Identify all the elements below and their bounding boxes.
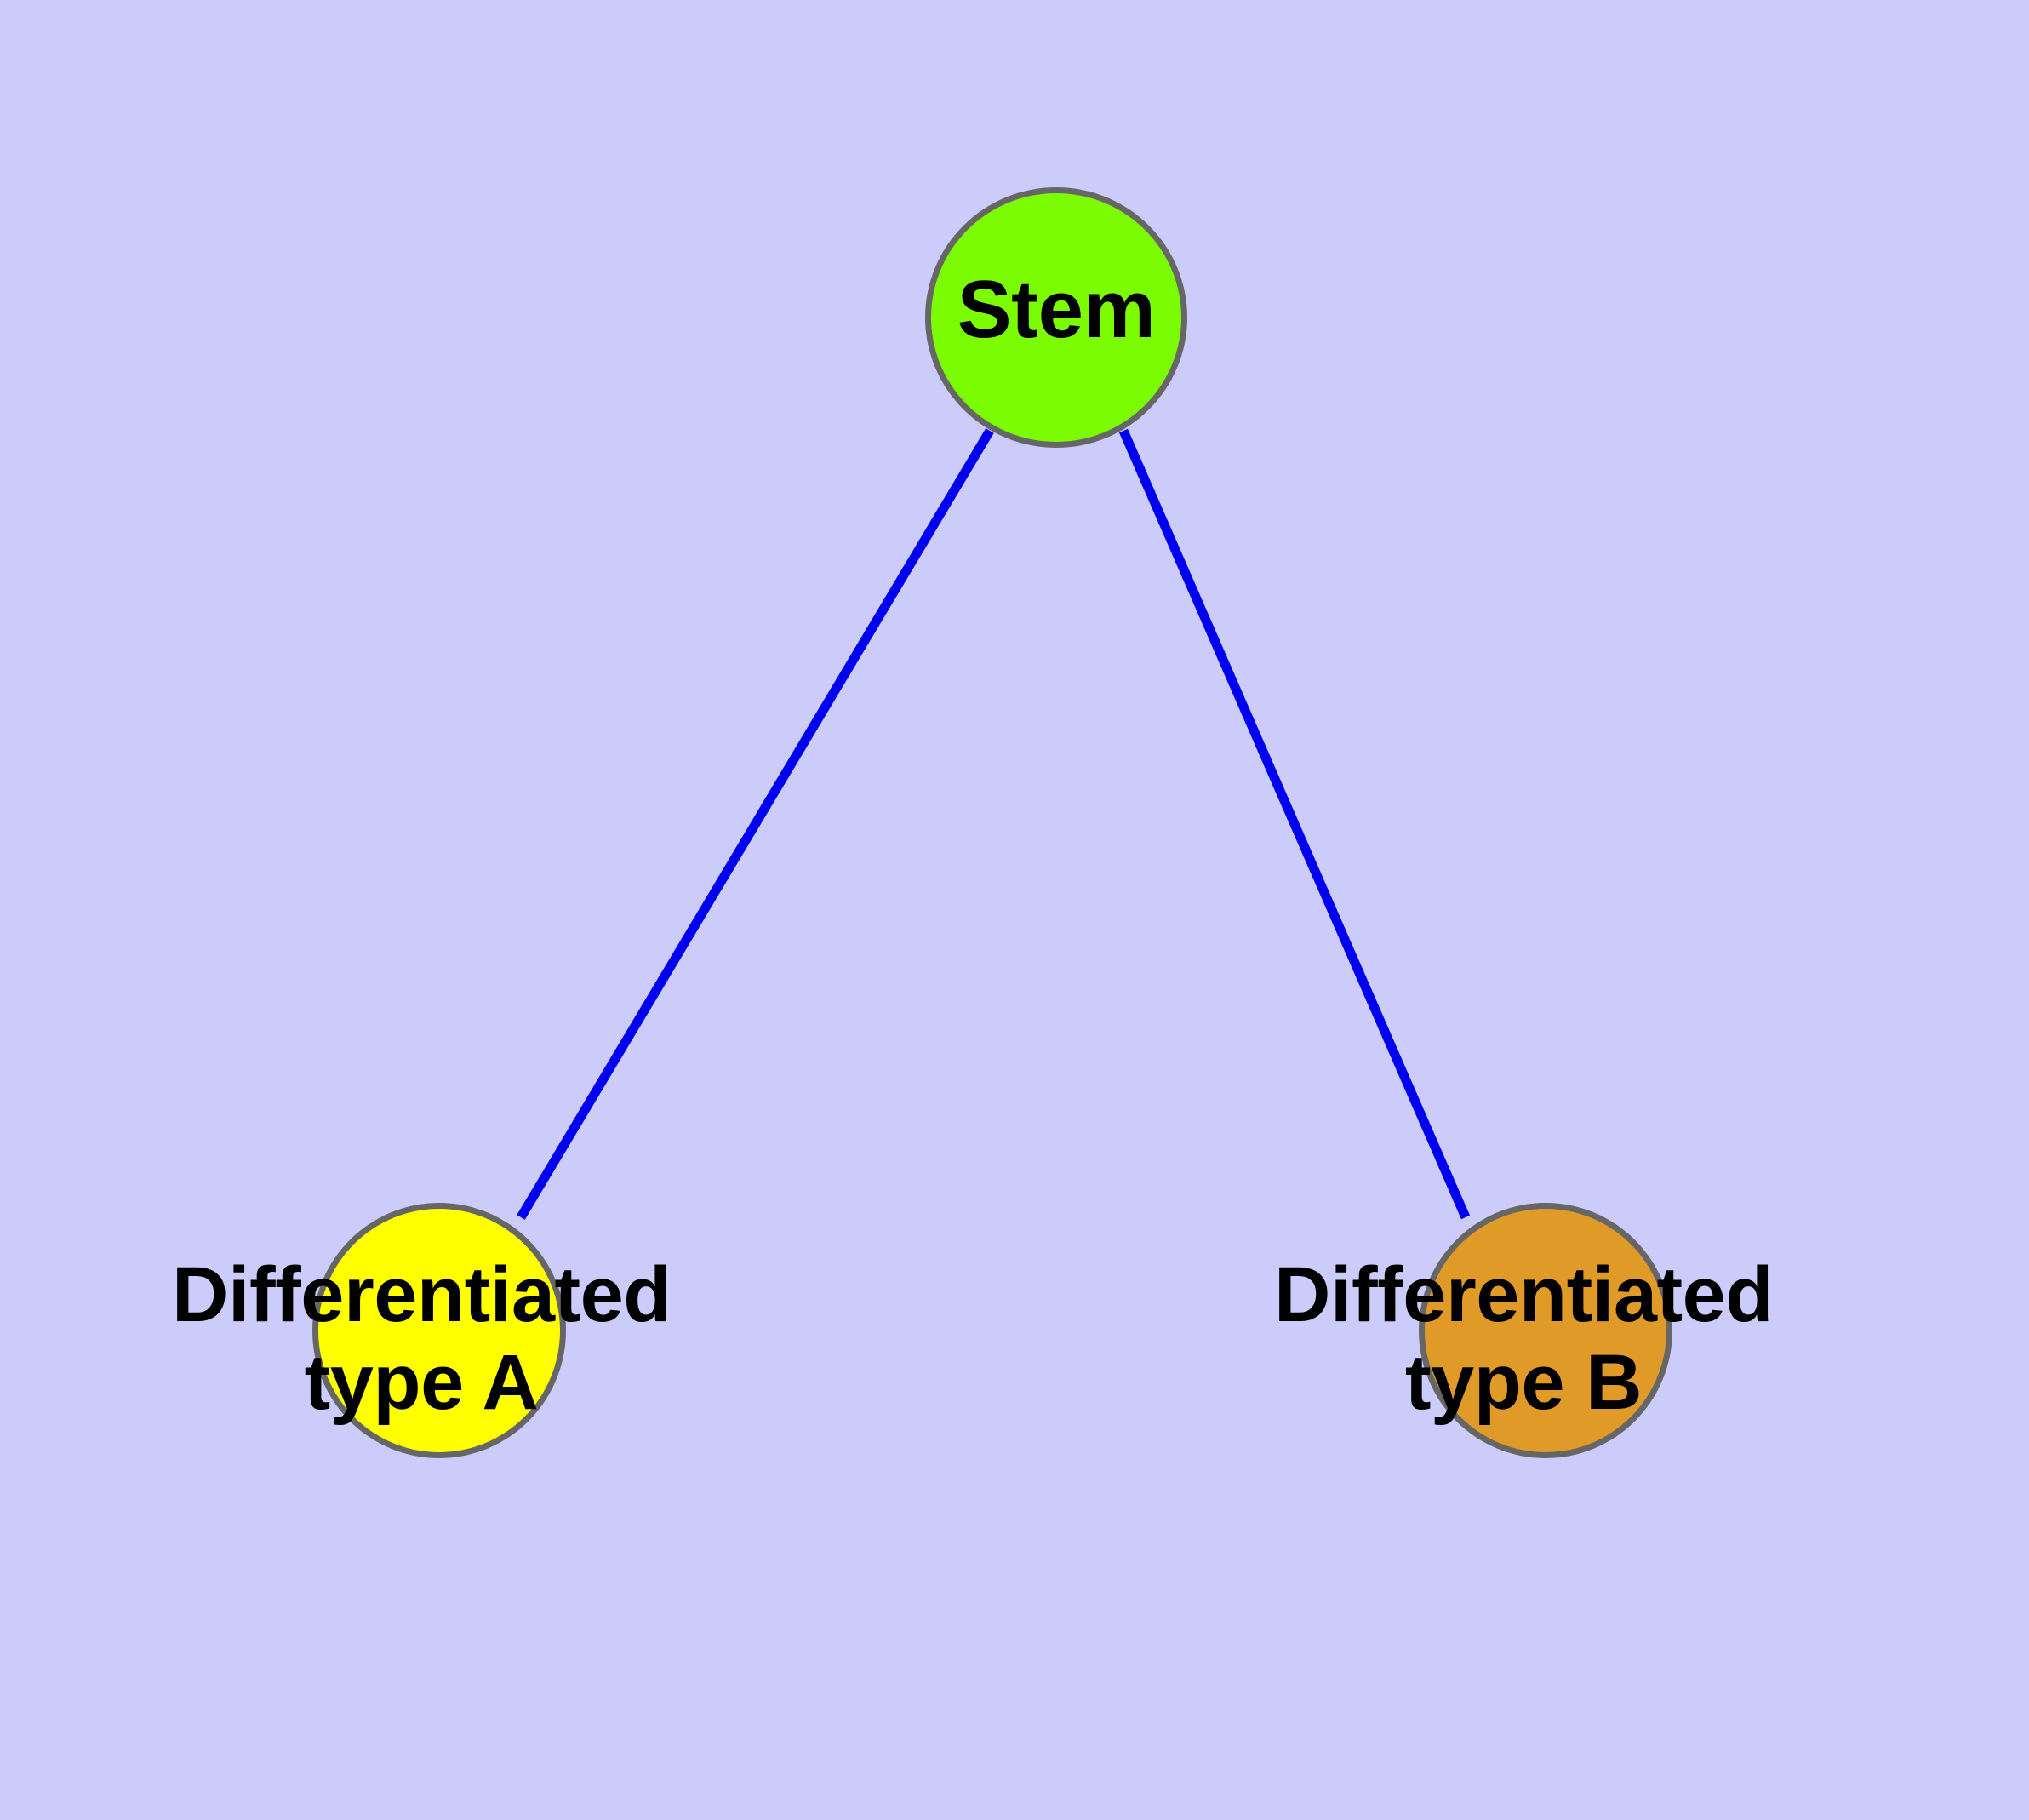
edge-stem-to-differentiated-type-b xyxy=(1118,428,1471,1220)
node-stem[interactable] xyxy=(925,187,1187,448)
node-differentiated-type-b[interactable] xyxy=(1419,1203,1672,1458)
node-differentiated-type-a[interactable] xyxy=(312,1203,566,1458)
edge-stem-to-differentiated-type-a xyxy=(517,428,994,1220)
